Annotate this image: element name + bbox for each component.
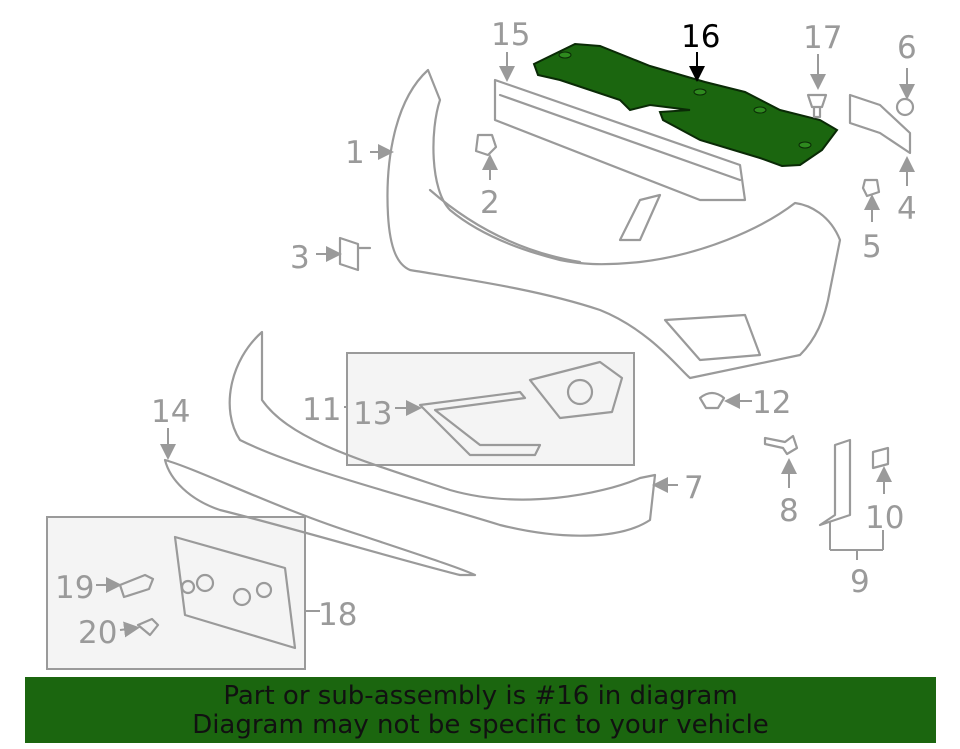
callout-7[interactable]: 7: [684, 470, 704, 506]
callout-13[interactable]: 13: [353, 396, 392, 432]
callout-18[interactable]: 18: [318, 597, 357, 633]
callout-16-selected[interactable]: 16: [681, 19, 720, 55]
callout-17[interactable]: 17: [803, 20, 842, 56]
callout-1[interactable]: 1: [345, 135, 365, 171]
part-info-banner: Part or sub-assembly is #16 in diagram D…: [25, 677, 936, 743]
part-18-license-bracket: [173, 535, 297, 650]
callout-11[interactable]: 11: [302, 392, 341, 428]
callout-19[interactable]: 19: [55, 570, 94, 606]
callout-20[interactable]: 20: [78, 615, 117, 651]
callout-15[interactable]: 15: [491, 17, 530, 53]
part-7-lower-fascia: [228, 330, 657, 537]
part-16-air-deflector-highlighted: [532, 42, 839, 168]
callout-9[interactable]: 9: [850, 564, 870, 600]
part-14-lower-strip: [163, 458, 477, 577]
part-15-energy-absorber: [493, 78, 747, 202]
callout-6[interactable]: 6: [897, 30, 917, 66]
inset-box-fog-bezel: [346, 352, 635, 466]
banner-line-part: Part or sub-assembly is #16 in diagram: [223, 681, 738, 711]
callout-12[interactable]: 12: [752, 385, 791, 421]
leader-lines: [96, 52, 915, 638]
callout-2[interactable]: 2: [480, 185, 500, 221]
callout-5[interactable]: 5: [862, 229, 882, 265]
callout-4[interactable]: 4: [897, 191, 917, 227]
callout-3[interactable]: 3: [290, 240, 310, 276]
part-13-fog-bezel: [418, 360, 624, 457]
banner-line-disclaimer: Diagram may not be specific to your vehi…: [192, 710, 769, 740]
callout-14[interactable]: 14: [151, 394, 190, 430]
part-1-bumper-cover: [386, 68, 842, 380]
callout-8[interactable]: 8: [779, 493, 799, 529]
callout-10[interactable]: 10: [865, 500, 904, 536]
